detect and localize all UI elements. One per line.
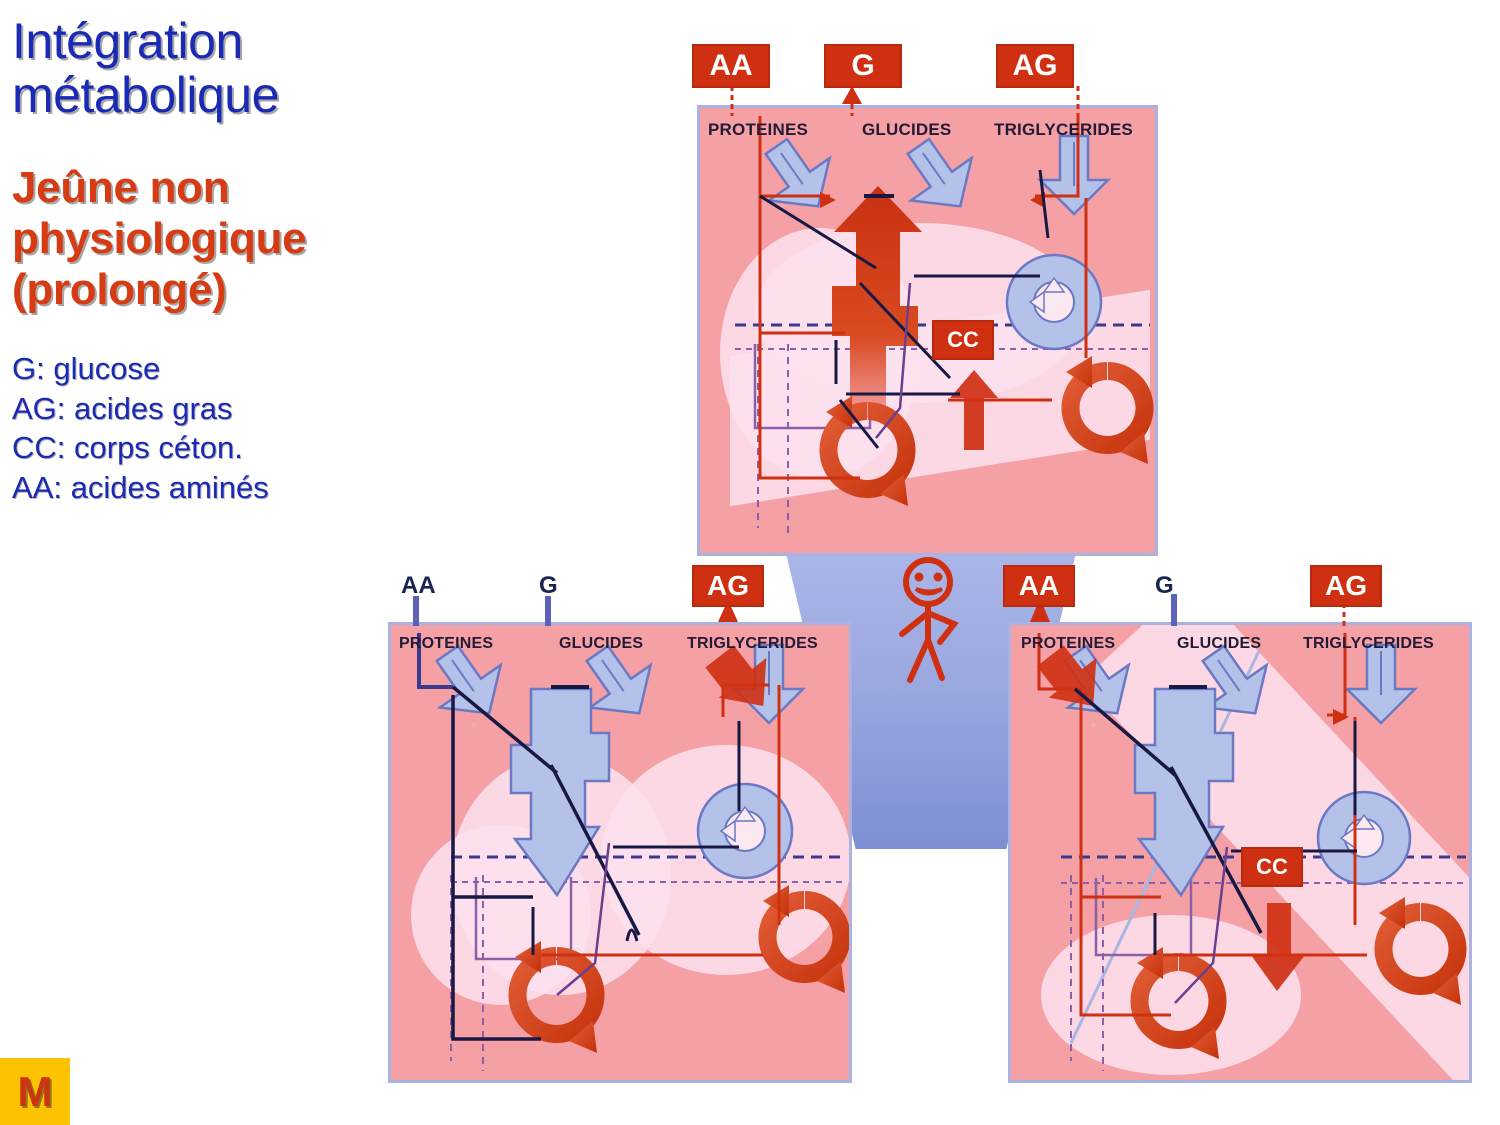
ketone-flux-arrow-icon — [950, 370, 998, 450]
token-aa-bottom-left[interactable]: AA — [401, 572, 436, 599]
muscle-pathway-lines-red — [541, 683, 781, 957]
glucides-storage-arrow-icon — [584, 644, 653, 715]
muscle-pathway-lines-dark — [417, 633, 741, 1041]
legend-item-g: G: glucose — [12, 351, 161, 387]
subtitle-line-2: physiologique — [12, 214, 307, 264]
legend-item-aa: AA: acides aminés — [12, 470, 269, 506]
token-cc[interactable]: CC — [1241, 847, 1303, 887]
beta-oxidation-cycle-icon — [696, 782, 794, 880]
column-label-triglycerides: TRIGLYCERIDES — [687, 635, 818, 652]
liver-panel[interactable]: PROTEINES GLUCIDES TRIGLYCERIDES CC — [697, 105, 1158, 556]
token-ag-bottom-right[interactable]: AG — [1310, 565, 1382, 607]
liver-panel-inner: PROTEINES GLUCIDES TRIGLYCERIDES CC — [700, 108, 1155, 553]
bottom-right-token-stems — [1171, 594, 1346, 626]
glucides-storage-arrow-icon — [905, 137, 974, 208]
publisher-logo: M — [0, 1058, 70, 1125]
token-g-bottom-right[interactable]: G — [1155, 572, 1174, 599]
token-aa-bottom-right[interactable]: AA — [1003, 565, 1075, 607]
abbreviation-legend: G: glucose AG: acides gras CC: corps cét… — [12, 349, 412, 508]
glucides-storage-arrow-icon — [1200, 644, 1269, 715]
liver-pathway-lines-dark — [759, 169, 1050, 449]
token-g-bottom-left[interactable]: G — [539, 572, 558, 599]
subtitle-line-1: Jeûne non — [12, 163, 230, 212]
column-label-triglycerides: TRIGLYCERIDES — [994, 120, 1133, 139]
title-line-1: Intégration — [12, 13, 243, 69]
proteins-storage-arrow-icon — [763, 137, 832, 208]
token-g-top[interactable]: G — [824, 44, 902, 88]
legend-item-ag: AG: acides gras — [12, 390, 233, 426]
column-label-proteines: PROTEINES — [399, 635, 494, 652]
krebs-cycle-icon-left — [819, 396, 916, 506]
krebs-cycle-icon-right — [758, 885, 849, 993]
title-line-2: métabolique — [12, 67, 279, 123]
adipose-panel-inner: PROTEINES GLUCIDES TRIGLYCERIDES CC — [1011, 625, 1469, 1080]
aa-release-arrowhead-icon — [1030, 598, 1050, 622]
token-ag-top[interactable]: AG — [996, 44, 1074, 88]
column-label-triglycerides: TRIGLYCERIDES — [1303, 635, 1434, 652]
ketone-flux-arrow-icon — [1251, 903, 1305, 991]
column-label-glucides: GLUCIDES — [1177, 635, 1262, 652]
column-label-proteines: PROTEINES — [708, 120, 809, 139]
subtitle-line-3: (prolongé) — [12, 265, 227, 315]
page-title: Intégration métabolique — [12, 14, 412, 122]
token-cc[interactable]: CC — [932, 320, 994, 360]
triglycerides-storage-arrow-icon — [1343, 643, 1419, 725]
stick-person-icon — [880, 556, 980, 696]
adipose-panel[interactable]: PROTEINES GLUCIDES TRIGLYCERIDES CC — [1008, 622, 1472, 1083]
top-panel-token-stems — [730, 86, 1080, 116]
beta-oxidation-cycle-icon — [1005, 253, 1103, 351]
logo-letter: M — [17, 1067, 53, 1115]
column-label-glucides: GLUCIDES — [862, 120, 952, 139]
adipose-pathway-lines-red — [1037, 633, 1367, 1017]
legend-item-cc: CC: corps céton. — [12, 430, 243, 466]
page-subtitle: Jeûne non physiologique (prolongé) — [12, 162, 412, 315]
column-label-proteines: PROTEINES — [1021, 635, 1116, 652]
krebs-cycle-icon-right — [1061, 356, 1154, 464]
token-aa-top[interactable]: AA — [692, 44, 770, 88]
column-label-glucides: GLUCIDES — [559, 635, 644, 652]
glucose-output-arrowhead-icon — [842, 86, 862, 104]
krebs-cycle-icon-right — [1374, 897, 1467, 1005]
proteins-storage-arrow-icon — [434, 644, 503, 715]
token-ag-bottom-left[interactable]: AG — [692, 565, 764, 607]
muscle-panel-inner: PROTEINES GLUCIDES TRIGLYCERIDES — [391, 625, 849, 1080]
adipose-pathway-lines-dark — [1073, 685, 1357, 1004]
glucose-uptake-arrow-icon — [509, 687, 611, 898]
lipolysis-arrow-icon — [705, 645, 767, 707]
text-column: Intégration métabolique Jeûne non physio… — [12, 14, 412, 508]
muscle-panel[interactable]: PROTEINES GLUCIDES TRIGLYCERIDES — [388, 622, 852, 1083]
bottom-left-token-stems — [413, 596, 551, 626]
ag-release-arrowhead-icon — [718, 600, 738, 622]
